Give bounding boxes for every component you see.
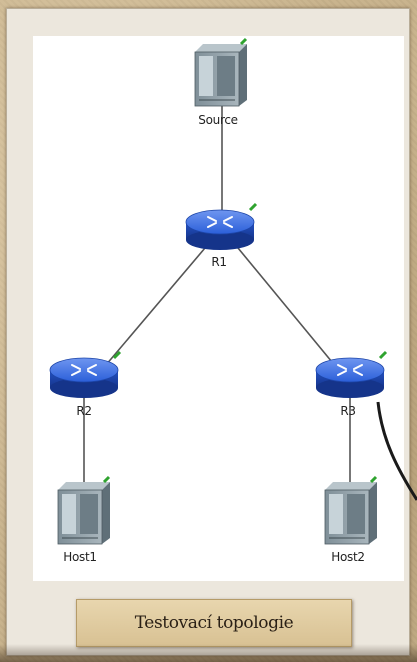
server-icon [324,475,378,545]
links [83,100,351,484]
router-icon [49,350,122,398]
external-cable [376,401,417,501]
link-r1-r3 [237,247,333,363]
node-label-r1: R1 [211,255,227,269]
router-icon [185,202,258,250]
node-label-r2: R2 [76,404,92,418]
server-icon [57,475,111,545]
node-label-host1: Host1 [63,550,97,564]
server-icon [194,37,248,107]
node-label-r3: R3 [340,404,356,418]
node-label-host2: Host2 [331,550,365,564]
caption-label: Testovací topologie [76,599,352,647]
node-label-source: Source [198,113,238,127]
photo-shadow-edge [0,644,417,662]
link-r1-r2 [99,247,206,373]
router-icon [315,350,388,398]
